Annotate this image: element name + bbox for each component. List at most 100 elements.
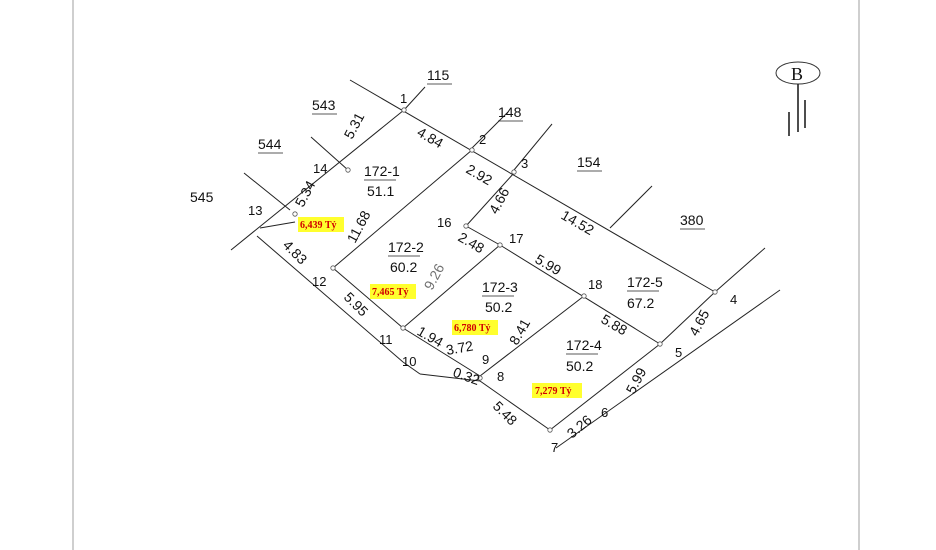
vertex-marker-8 [477, 375, 483, 381]
dim-5-31: 5.31 [341, 110, 368, 142]
dim-4-84: 4.84 [415, 124, 447, 152]
line-12-11 [332, 267, 404, 329]
neighbor-label-543: 543 [312, 97, 336, 113]
vertex-marker-7 [547, 427, 553, 433]
vertex-label-7: 7 [551, 440, 558, 455]
vertex-label-6: 6 [601, 405, 608, 420]
vertex-label-3: 3 [521, 156, 528, 171]
vertex-label-11: 11 [379, 332, 393, 347]
line-5-4 [659, 291, 716, 345]
frame-left-border [72, 0, 74, 550]
parcel-area-172-3: 50.2 [485, 299, 512, 315]
right-top-extension-line [714, 247, 766, 293]
parcel-id-172-5: 172-5 [627, 274, 663, 290]
dim-2-48: 2.48 [456, 229, 488, 257]
line-16-17 [465, 225, 501, 246]
dim-11-68: 11.68 [344, 208, 374, 246]
vertex-label-4: 4 [730, 292, 737, 307]
parcel-lines [230, 79, 781, 449]
left-top-boundary-line [230, 109, 405, 251]
vertex-label-8: 8 [497, 369, 504, 384]
parcel-area-172-4: 50.2 [566, 358, 593, 374]
neighbor-label-544: 544 [258, 136, 282, 152]
vertex-marker-2 [469, 147, 475, 153]
price-tags: 6,439 Tỷ 7,465 Tỷ 6,780 Tỷ 7,279 Tỷ [298, 217, 582, 398]
top-boundary-line [349, 79, 716, 293]
vertex-label-2: 2 [479, 132, 486, 147]
line-13-14 [259, 221, 296, 229]
parcel-id-172-3: 172-3 [482, 279, 518, 295]
line-10-8 [419, 373, 481, 382]
neighbor-115-line [403, 86, 426, 111]
vertex-label-12: 12 [312, 274, 326, 289]
vertex-label-17: 17 [509, 231, 523, 246]
neighbor-543-line [310, 136, 349, 171]
vertex-label-1: 1 [400, 91, 407, 106]
parcel-id-172-2: 172-2 [388, 239, 424, 255]
vertex-label-5: 5 [675, 345, 682, 360]
neighbor-label-154: 154 [577, 154, 601, 170]
vertex-marker-4 [712, 289, 718, 295]
line-18-8 [479, 295, 585, 377]
neighbor-label-380: 380 [680, 212, 704, 228]
dim-14-52: 14.52 [559, 207, 598, 238]
line-8-7 [479, 380, 551, 431]
price-bg-172-2 [370, 284, 416, 299]
dim-5-99-a: 5.99 [533, 251, 565, 279]
price-172-3: 6,780 Tỷ [454, 323, 491, 334]
line-10 [402, 361, 421, 375]
neighbor-label-545: 545 [190, 189, 214, 205]
dim-1-94: 1.94 [415, 323, 447, 351]
neighbor-label-115: 115 [427, 67, 450, 83]
dim-3-72: 3.72 [445, 337, 475, 358]
dim-5-95: 5.95 [341, 289, 372, 320]
vertex-markers [292, 107, 718, 433]
price-172-4: 7,279 Tỷ [535, 386, 572, 397]
dim-5-99-b: 5.99 [623, 365, 650, 397]
neighbor-154-line [513, 123, 553, 171]
price-bg-172-1 [298, 217, 344, 232]
vertex-marker-3 [511, 169, 517, 175]
vertex-marker-14 [345, 167, 351, 173]
dim-9-26: 9.26 [421, 261, 448, 293]
dim-2-92: 2.92 [464, 161, 496, 189]
price-172-1: 6,439 Tỷ [300, 220, 337, 231]
parcel-area-172-2: 60.2 [390, 259, 417, 275]
dim-4-83: 4.83 [280, 237, 311, 268]
frame-right-border [858, 0, 860, 550]
left-lower-boundary-line [256, 235, 404, 363]
dim-8-41: 8.41 [506, 316, 534, 348]
vertex-label-16: 16 [437, 215, 451, 230]
vertex-marker-18 [581, 293, 587, 299]
line-17-11 [402, 244, 501, 329]
vertex-marker-13 [292, 211, 298, 217]
neighbor-380-line [609, 185, 653, 229]
vertex-marker-1 [401, 107, 407, 113]
vertex-label-10: 10 [402, 354, 416, 369]
line-2-12 [332, 149, 473, 269]
price-172-2: 7,465 Tỷ [372, 287, 409, 298]
neighbor-labels: 115 543 148 544 154 545 380 [190, 67, 705, 230]
vertex-marker-5 [657, 341, 663, 347]
dim-5-48: 5.48 [490, 398, 521, 429]
price-bg-172-4 [532, 383, 582, 398]
dim-5-88: 5.88 [599, 311, 631, 339]
line-11-8 [402, 327, 481, 377]
vertex-marker-11 [400, 325, 406, 331]
dim-4-65: 4.65 [686, 307, 713, 339]
vertex-label-9: 9 [482, 352, 489, 367]
vertex-label-14: 14 [313, 161, 327, 176]
parcel-area-172-1: 51.1 [367, 183, 394, 199]
dim-0-32: 0.32 [451, 364, 482, 388]
line-7-5 [549, 343, 661, 431]
parcel-id-172-1: 172-1 [364, 163, 400, 179]
vertex-marker-16 [463, 223, 469, 229]
price-bg-172-3 [452, 320, 498, 335]
neighbor-label-148: 148 [498, 104, 522, 120]
vertex-label-18: 18 [588, 277, 602, 292]
vertex-marker-12 [330, 265, 336, 271]
parcel-labels: 172-1 51.1 172-2 60.2 172-3 50.2 172-4 5… [364, 163, 663, 374]
neighbor-544-line [243, 172, 291, 211]
vertex-labels: 1 2 3 4 5 6 7 8 9 10 11 12 13 14 16 17 1… [248, 91, 737, 455]
